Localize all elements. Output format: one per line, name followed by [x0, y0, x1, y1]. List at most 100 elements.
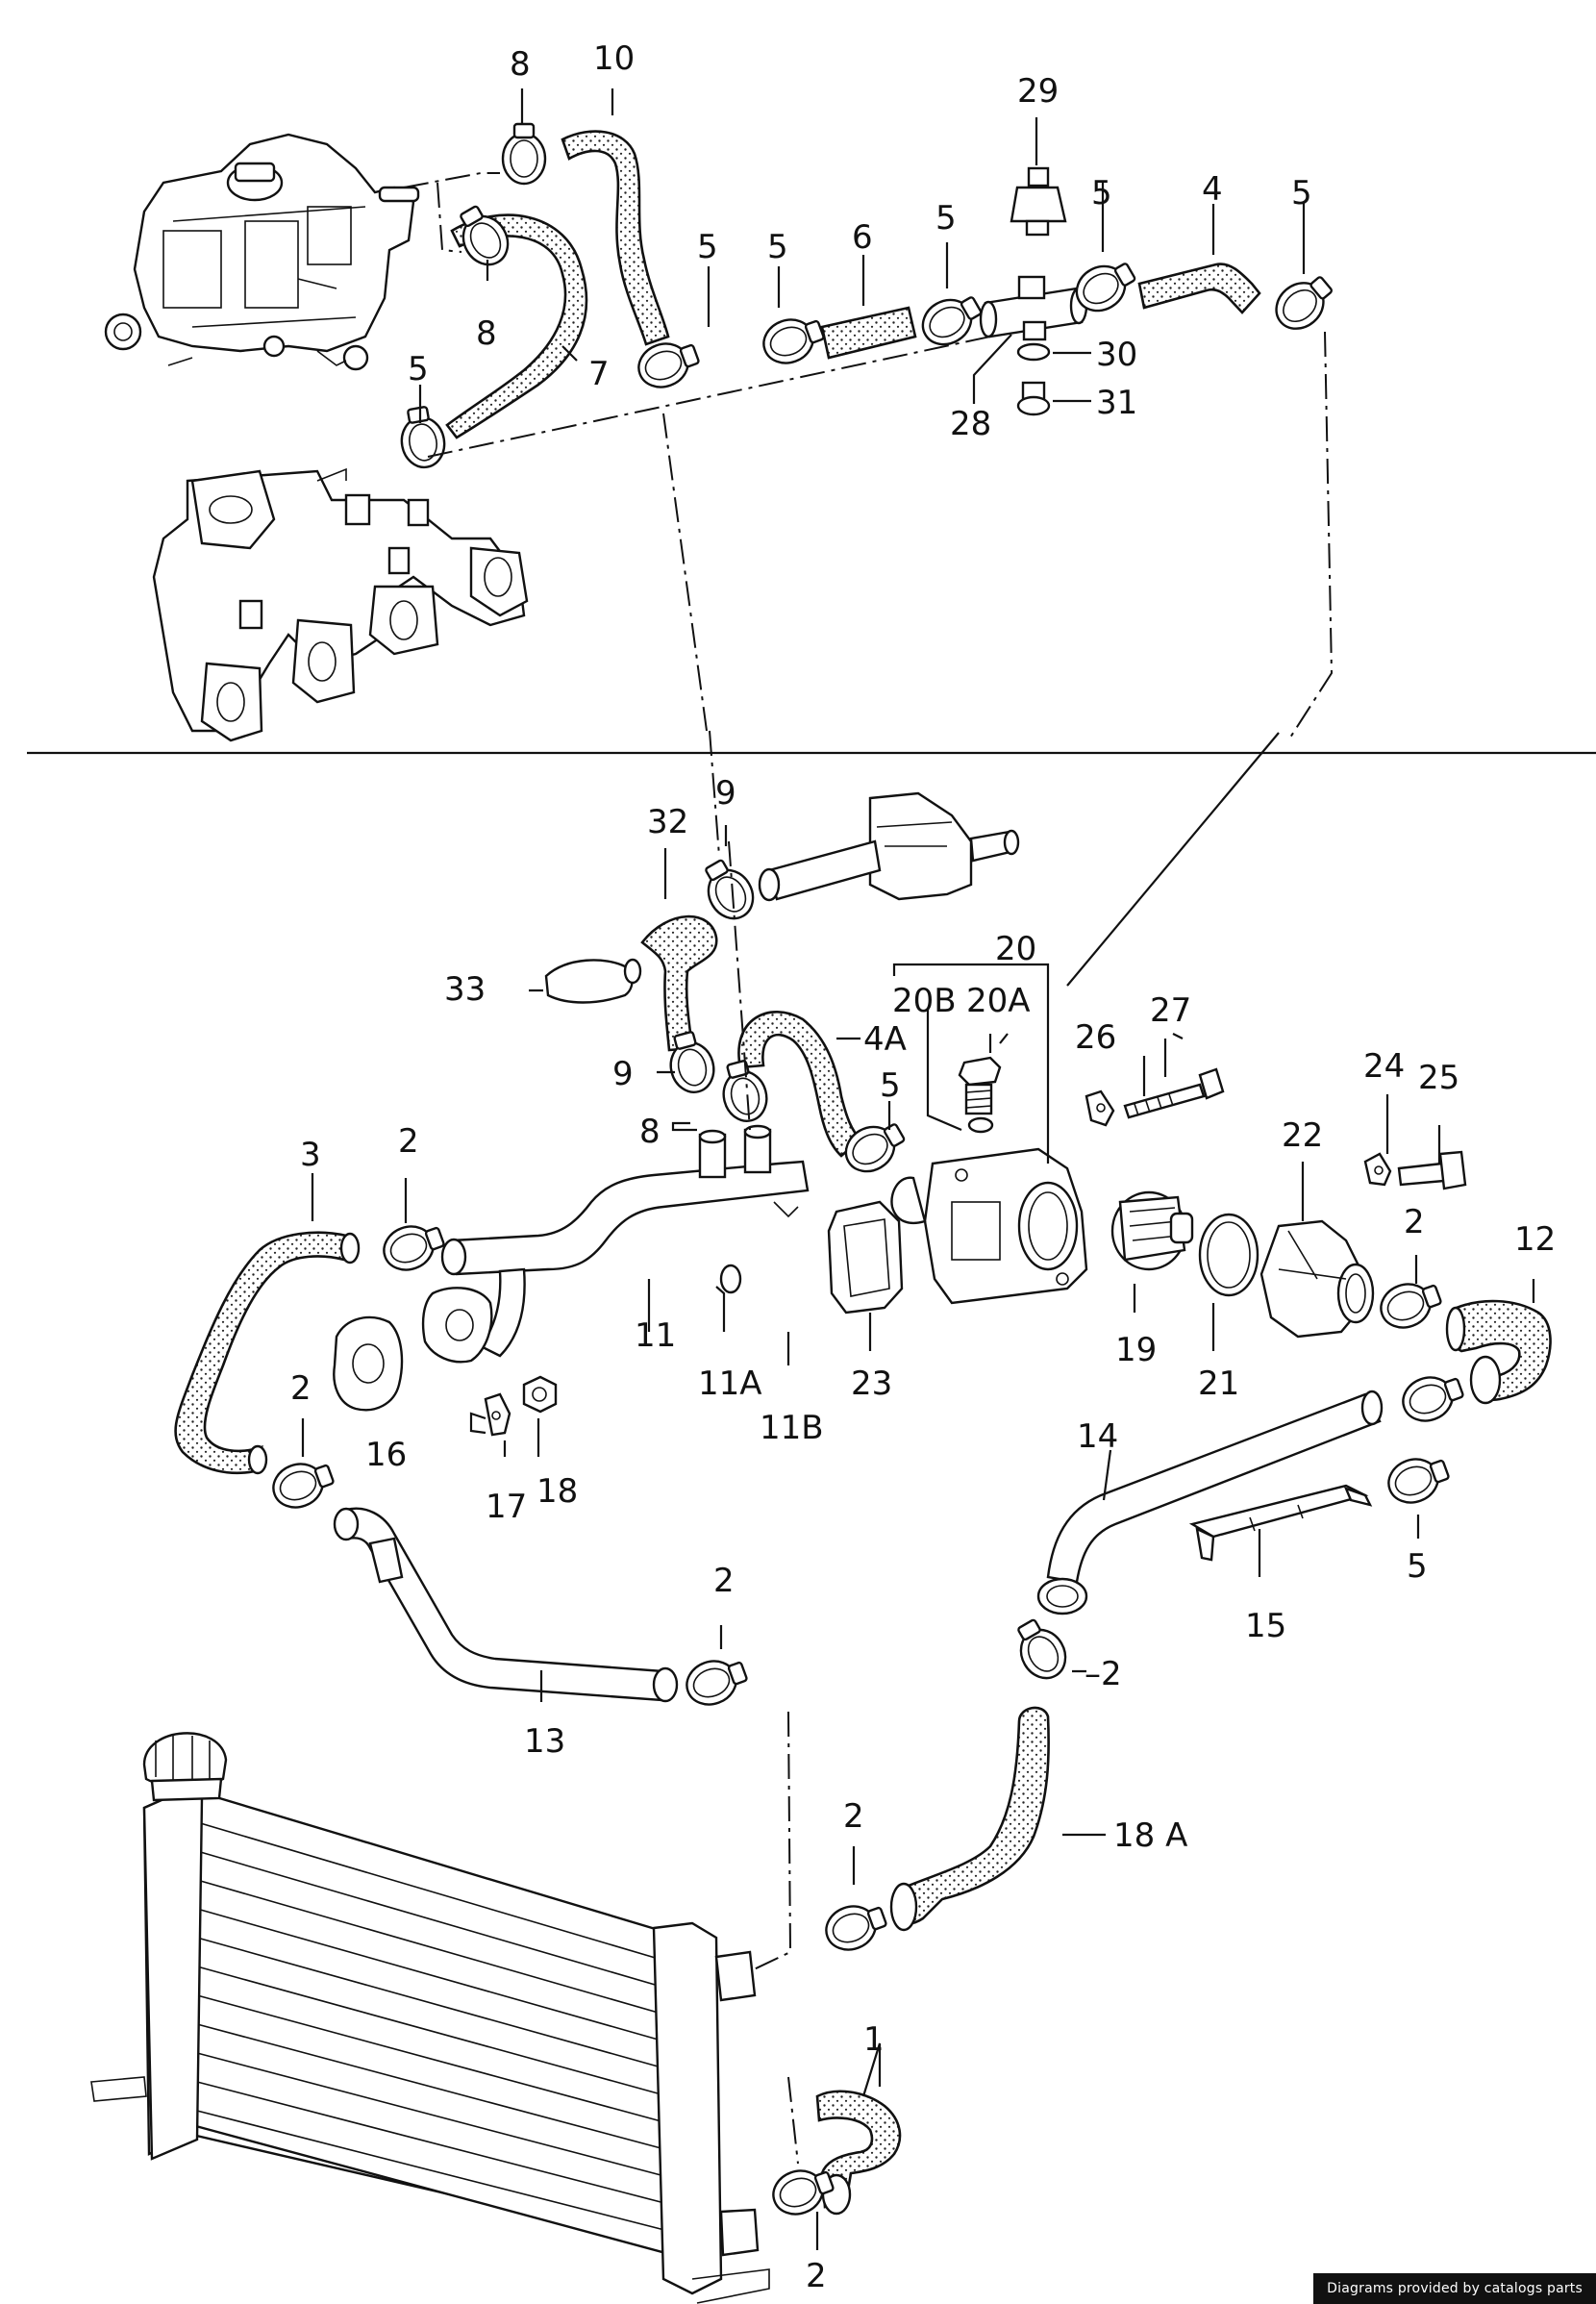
clamp-2: [376, 1215, 450, 1278]
callout-2: 2: [713, 1562, 735, 1600]
bracket-17: [484, 1392, 511, 1437]
hose-7: [445, 213, 588, 439]
callout-14: 14: [1077, 1417, 1118, 1456]
callout-9: 9: [612, 1055, 634, 1093]
callout-5: 5: [697, 228, 718, 266]
callout-8: 8: [510, 45, 531, 84]
callout-2: 2: [806, 2257, 827, 2295]
hose-18a: [890, 1706, 1050, 1925]
clamp-5: [1381, 1447, 1455, 1511]
callout-22: 22: [1282, 1116, 1323, 1155]
callout-6: 6: [852, 218, 873, 257]
washer-26: [1085, 1089, 1115, 1127]
callout-2: –2: [1085, 1655, 1122, 1693]
clamp-5: [394, 403, 450, 472]
callout-11b: 11B: [760, 1409, 824, 1447]
thermostat-19: [1110, 1190, 1194, 1271]
callout-5: 5: [880, 1066, 901, 1105]
clamp-5: [1265, 265, 1341, 339]
o-ring-21: [1198, 1213, 1259, 1297]
callout-20a: 20A: [966, 982, 1031, 1020]
clamp-2: [679, 1649, 753, 1713]
clamp-2: [818, 1894, 892, 1958]
coolant-pipe-11: [421, 1124, 810, 1364]
leader-dash: [427, 336, 991, 458]
seal-30: [1016, 342, 1051, 362]
callout-5: 5: [1091, 174, 1112, 213]
diagram-credit: Diagrams provided by catalogs parts: [1313, 2273, 1596, 2304]
callout-2: 2: [1404, 1203, 1425, 1241]
callout-24: 24: [1363, 1047, 1405, 1086]
seal-20b: [967, 1116, 994, 1134]
callout-21: 21: [1198, 1365, 1239, 1403]
callout-5: 5: [408, 350, 429, 388]
callout-10: 10: [593, 39, 635, 78]
callout-17: 17: [486, 1488, 527, 1526]
callout-28: 28: [950, 405, 991, 443]
callout-20: 20: [995, 930, 1036, 968]
nut-18: [522, 1375, 558, 1414]
callout-12: 12: [1514, 1220, 1556, 1259]
t-connector-28: [979, 275, 1088, 341]
callout-5: 5: [1407, 1547, 1428, 1586]
callout-2: 2: [290, 1369, 312, 1408]
callout-5: 5: [935, 199, 957, 238]
intake-manifold: [152, 467, 529, 742]
leader-dash: [709, 730, 720, 857]
leader-dash: [1287, 331, 1334, 741]
carburetor: [104, 133, 420, 371]
upper-section: [27, 88, 1596, 755]
clamp-2: [1395, 1365, 1469, 1429]
clamp-2: [265, 1452, 339, 1515]
thermostat-housing-20: [890, 1147, 1088, 1305]
callout-29: 29: [1017, 72, 1059, 111]
callout-11: 11: [635, 1316, 676, 1355]
leader-dash: [749, 1711, 792, 1972]
callout-18: 18: [536, 1472, 578, 1511]
callout-25: 25: [1418, 1059, 1459, 1097]
seal-11a: [719, 1264, 742, 1294]
leader-dash: [728, 840, 751, 1131]
leader-dash: [403, 172, 500, 188]
callout-4a: 4A: [863, 1020, 907, 1059]
callout-23: 23: [851, 1365, 892, 1403]
hose-3: [174, 1231, 348, 1475]
clamp-33: [544, 958, 642, 1004]
temperature-sender-29: [1010, 166, 1067, 237]
plug-31: [1016, 381, 1051, 416]
callout-2: 2: [843, 1797, 864, 1836]
bracket-15: [1188, 1484, 1373, 1562]
bolt-25: [1397, 1150, 1467, 1190]
callout-33: 33: [444, 970, 486, 1009]
radiator: [90, 1732, 770, 2304]
callout-15: 15: [1245, 1607, 1286, 1645]
callout-31: 31: [1096, 384, 1137, 422]
leader-dash: [436, 182, 462, 253]
callout-5: 5: [767, 228, 788, 266]
clamp-5: [913, 285, 989, 355]
clamp-8-upper: [501, 122, 547, 186]
leader-dash: [662, 413, 708, 732]
callout-30: 30: [1096, 336, 1137, 374]
lower-section: [90, 730, 1552, 2304]
clamp-9: [693, 852, 763, 928]
callout-labels: 8 10 29 5 4 5 5 5 6 5 8 7 30 31 28 5 32 …: [290, 39, 1556, 2295]
hose-6: [820, 306, 917, 360]
clamp-2: [1006, 1612, 1076, 1688]
callout-32: 32: [647, 803, 688, 841]
hose-4: [1137, 263, 1261, 314]
radiator-fins: [196, 1821, 669, 2232]
callout-7: 7: [588, 355, 610, 393]
hose-32: [640, 914, 718, 1052]
callout-9: 9: [715, 774, 736, 813]
callout-13: 13: [524, 1722, 565, 1761]
gasket-16: [333, 1315, 404, 1412]
callout-20b: 20B: [892, 982, 957, 1020]
clamp-5: [756, 308, 830, 371]
callout-8: 8: [476, 314, 497, 353]
clamp-2: [1373, 1272, 1447, 1336]
coolant-pipe-14: [1036, 1390, 1384, 1615]
thermostat-cover-22: [1259, 1219, 1375, 1339]
callout-11a: 11A: [698, 1365, 762, 1403]
